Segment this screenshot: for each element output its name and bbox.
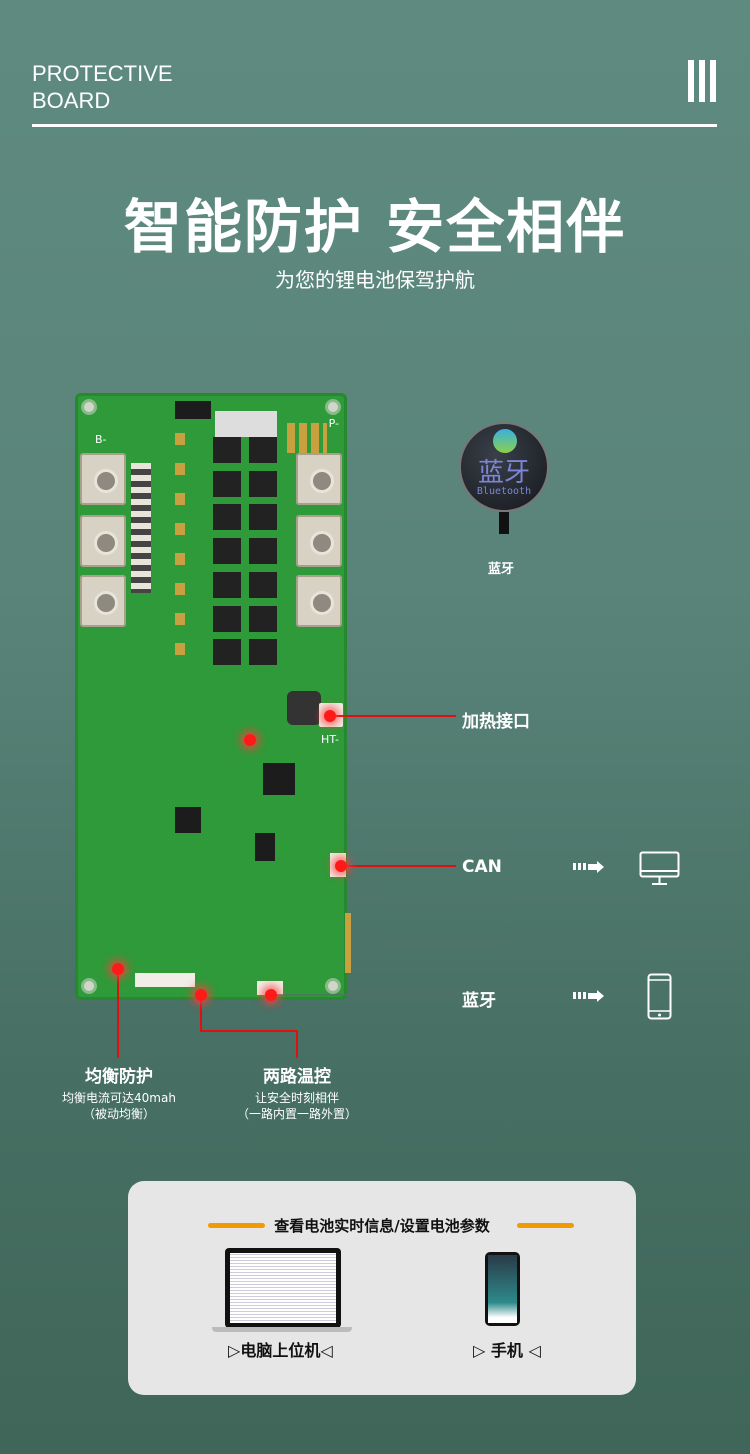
desktop-monitor-icon — [639, 851, 680, 885]
balance-marker — [112, 963, 124, 975]
pc-software-label: ▷电脑上位机◁ — [228, 1341, 333, 1360]
bluetooth-logo-icon — [493, 429, 517, 453]
decorative-line — [208, 1223, 265, 1228]
arrow-right-icon — [573, 990, 604, 1002]
can-label: CAN — [462, 857, 502, 877]
monitoring-panel: 查看电池实时信息/设置电池参数 ▷电脑上位机◁ ▷ 手机 ◁ — [128, 1181, 636, 1395]
arrow-right-icon — [573, 861, 604, 873]
phone-label: ▷ 手机 ◁ — [473, 1341, 541, 1360]
temp-control-callout: 两路温控 让安全时刻相伴 （一路内置一路外置） — [236, 1067, 357, 1121]
heating-port-marker — [324, 710, 336, 722]
can-port-marker — [335, 860, 347, 872]
bluetooth-cable — [499, 512, 509, 534]
decorative-line — [517, 1223, 574, 1228]
panel-title: 查看电池实时信息/设置电池参数 — [274, 1217, 490, 1235]
laptop-software-image — [225, 1248, 341, 1328]
phone-app-image — [485, 1252, 520, 1326]
bluetooth-label: 蓝牙 — [462, 991, 496, 1011]
protection-board-image: B- P- HT- — [75, 393, 351, 1000]
bluetooth-port-marker — [265, 989, 277, 1001]
balance-callout: 均衡防护 均衡电流可达40mah （被动均衡） — [62, 1067, 176, 1121]
bluetooth-module-caption: 蓝牙 — [488, 562, 515, 577]
mobile-phone-icon — [647, 973, 672, 1020]
header-divider — [32, 124, 717, 127]
hero-title: 智能防护 安全相伴 — [123, 193, 627, 261]
menu-icon[interactable] — [688, 60, 716, 102]
temp-port-marker — [195, 989, 207, 1001]
sensor-marker — [244, 734, 256, 746]
heating-port-label: 加热接口 — [462, 712, 530, 732]
hero-subtitle: 为您的锂电池保驾护航 — [275, 268, 475, 292]
bluetooth-module-image: 蓝牙 Bluetooth — [459, 422, 549, 512]
